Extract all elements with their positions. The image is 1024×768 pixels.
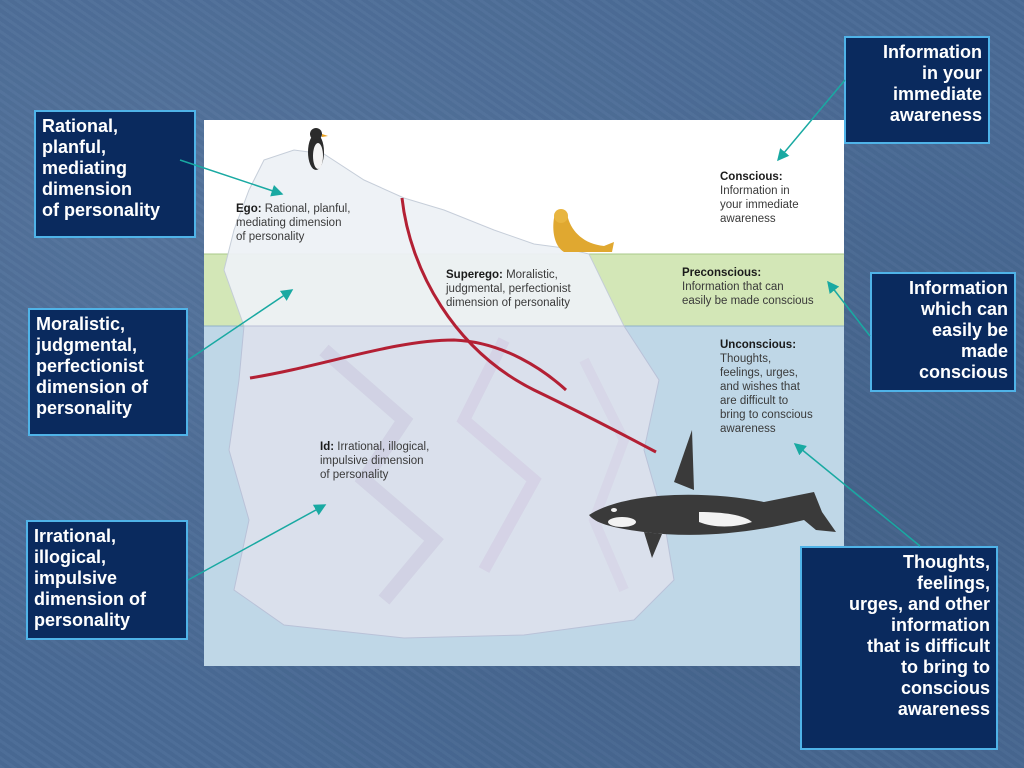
id-label-title: Id: bbox=[320, 441, 335, 453]
iceberg-illustration bbox=[204, 120, 844, 666]
ego-id-divider bbox=[249, 338, 568, 392]
id-label-text: Irrational, illogical, impulsive dimensi… bbox=[320, 441, 430, 481]
iceberg-figure: Ego: Rational, planful, mediating dimens… bbox=[204, 120, 844, 666]
ego-label-title: Ego: bbox=[236, 203, 262, 215]
ego-label-text: Rational, planful, mediating dimension o… bbox=[236, 203, 351, 243]
penguin-icon bbox=[308, 128, 328, 170]
orca-icon bbox=[589, 430, 836, 558]
unconscious-label-text: Thoughts, feelings, urges, and wishes th… bbox=[720, 353, 813, 435]
preconscious-label-text: Information that can easily be made cons… bbox=[682, 281, 814, 307]
preconscious-label: Preconscious: Information that can easily… bbox=[682, 266, 814, 308]
superego-label-title: Superego: bbox=[446, 269, 503, 281]
ego-label: Ego: Rational, planful, mediating dimens… bbox=[236, 202, 350, 244]
conscious-label: Conscious: Information in your immediate … bbox=[720, 170, 799, 226]
superego-label: Superego: Moralistic, judgmental, perfec… bbox=[446, 268, 571, 310]
conscious-label-title: Conscious: bbox=[720, 171, 783, 183]
superego-label-text: Moralistic, judgmental, perfectionist di… bbox=[446, 269, 571, 309]
ego-callout: Rational, planful, mediating dimension o… bbox=[34, 110, 196, 238]
ego-superego-divider bbox=[400, 197, 657, 454]
conscious-callout: Information in your immediate awareness bbox=[844, 36, 990, 144]
preconscious-label-title: Preconscious: bbox=[682, 267, 762, 279]
conscious-label-text: Information in your immediate awareness bbox=[720, 185, 799, 225]
id-callout: Irrational, illogical, impulsive dimensi… bbox=[26, 520, 188, 640]
unconscious-callout: Thoughts, feelings, urges, and other inf… bbox=[800, 546, 998, 750]
unconscious-label-title: Unconscious: bbox=[720, 339, 797, 351]
id-label: Id: Irrational, illogical, impulsive dim… bbox=[320, 440, 429, 482]
iceberg-tip bbox=[223, 149, 625, 327]
unconscious-label: Unconscious: Thoughts, feelings, urges, a… bbox=[720, 338, 813, 436]
superego-callout: Moralistic, judgmental, perfectionist di… bbox=[28, 308, 188, 436]
seal-icon bbox=[553, 209, 614, 252]
preconscious-callout: Information which can easily be made con… bbox=[870, 272, 1016, 392]
